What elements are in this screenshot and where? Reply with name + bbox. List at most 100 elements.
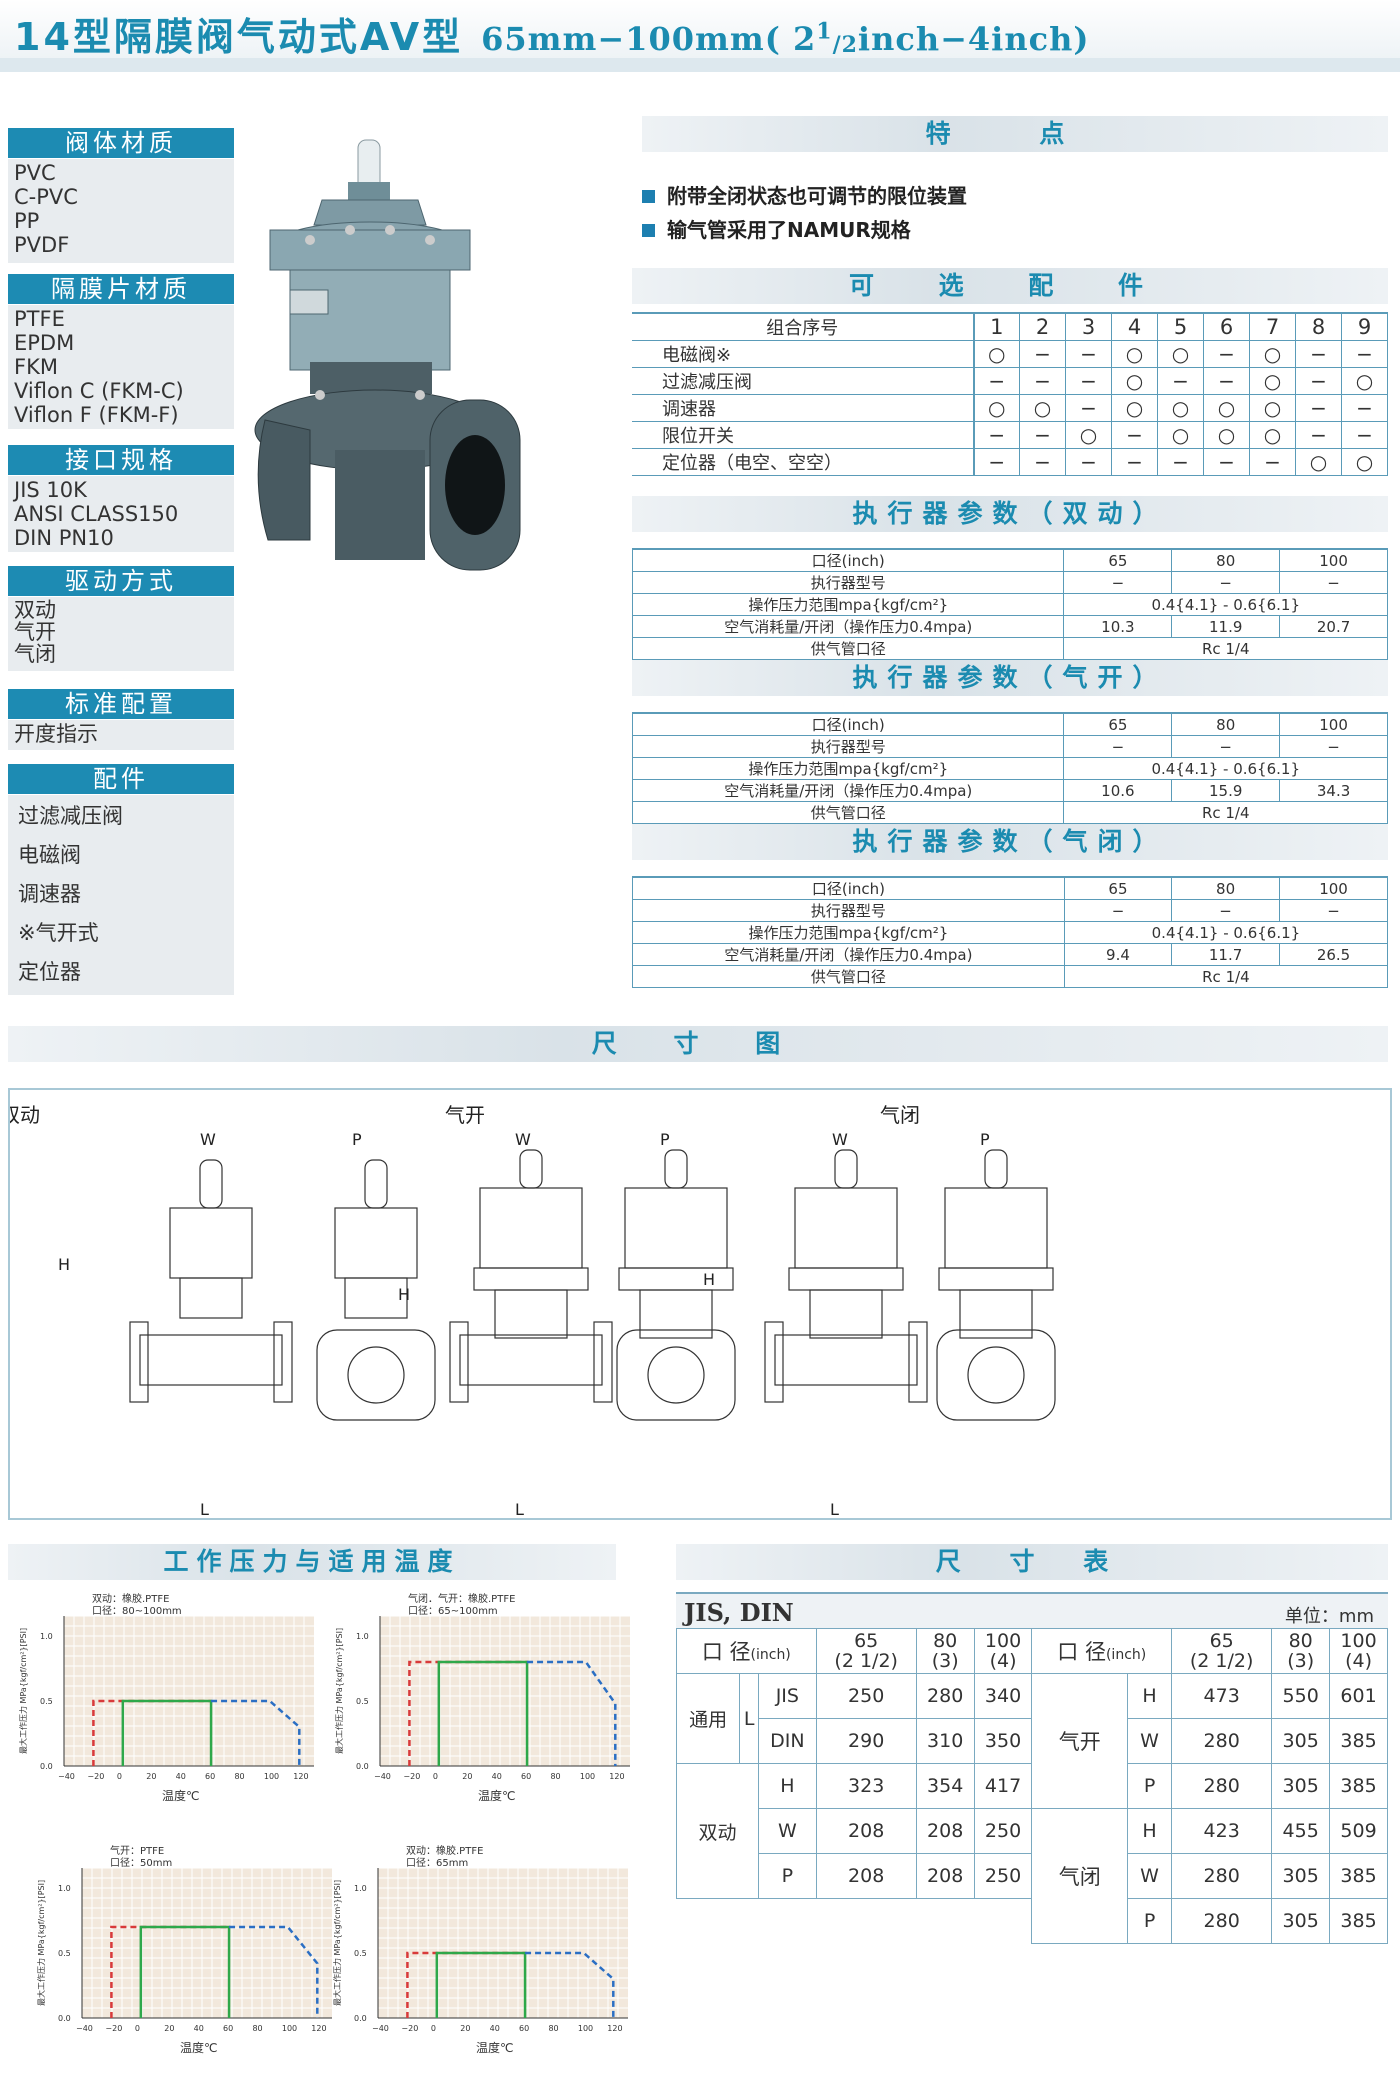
size-cell: 385 [1329, 1898, 1388, 1944]
size-cell: 280 [915, 1673, 975, 1719]
actuator-cell: 65 [1063, 876, 1173, 900]
options-col-header: 8 [1295, 312, 1342, 341]
actuator-cell: Rc 1/4 [1063, 965, 1389, 988]
options-cell: ○ [1203, 421, 1250, 449]
options-row: 限位开关−−○−○○○−− [632, 421, 1388, 449]
size-cell: 385 [1329, 1718, 1388, 1764]
options-col-header: 5 [1157, 312, 1204, 341]
size-cell: DIN [758, 1718, 817, 1764]
actuator-row-label: 供气管口径 [631, 801, 1065, 824]
side-title-drive: 驱动方式 [8, 566, 234, 596]
pt-chart-caption: 口径：65mm [406, 1858, 469, 1869]
actuator-row-label: 供气管口径 [631, 637, 1065, 660]
size-cell: 280 [1171, 1853, 1273, 1899]
size-cell: W [1127, 1853, 1173, 1899]
pt-x-tick: −20 [403, 1772, 420, 1781]
options-cell: ○ [1295, 448, 1342, 476]
actuator-cell: 80 [1171, 712, 1281, 736]
size-cell: H [1127, 1808, 1173, 1854]
options-cell: ○ [1019, 394, 1066, 422]
actuator-cell: 65 [1063, 712, 1173, 736]
pt-x-tick: 100 [578, 2024, 593, 2033]
pt-x-tick: 0 [135, 2024, 140, 2033]
options-header-label: 组合序号 [632, 312, 975, 341]
actuator-row-label: 口径(inch) [631, 548, 1065, 572]
side-list-drive: 双动气开气闭 [8, 597, 234, 671]
pt-x-tick: 20 [460, 2024, 470, 2033]
pt-chart-plot [380, 1616, 630, 1766]
pt-x-tick: 60 [521, 1772, 531, 1781]
pt-chart-caption: 口径：50mm [110, 1858, 173, 1869]
pt-y-tick: 1.0 [58, 1884, 71, 1893]
side-title-body-material: 阀体材质 [8, 128, 234, 158]
pt-x-tick: 100 [264, 1772, 279, 1781]
side-list-accessories: 过滤减压阀电磁阀调速器※气开式定位器 [8, 795, 234, 995]
actuator-row-label: 口径(inch) [631, 712, 1065, 736]
actuator-row: 执行器型号−−− [631, 735, 1388, 758]
actuator-cell: 0.4{4.1} - 0.6{6.1} [1063, 593, 1388, 616]
pt-line-green [139, 1925, 231, 2018]
pt-y-label: 最大工作压力 MPa{kgf/cm²}[PSI] [36, 1880, 46, 2006]
pt-x-tick: −40 [374, 1772, 391, 1781]
actuator-cell: Rc 1/4 [1063, 801, 1388, 824]
size-bore-label: 口 径(inch) [676, 1628, 817, 1674]
size-cell: 417 [973, 1763, 1033, 1809]
options-col-header: 1 [973, 312, 1020, 341]
size-cell [677, 1899, 1032, 1944]
options-cell: ○ [1341, 367, 1388, 395]
options-cell: ○ [1249, 340, 1296, 368]
pt-x-tick: 120 [609, 1772, 624, 1781]
pt-line-green [435, 1951, 527, 2018]
options-cell: − [1341, 340, 1388, 368]
pt-x-tick: 80 [550, 1772, 560, 1781]
pt-chart-caption: 双动：橡胶.PTFE [92, 1594, 170, 1605]
pt-x-tick: 100 [282, 2024, 297, 2033]
options-cell: − [1019, 340, 1066, 368]
options-cell: − [1111, 421, 1158, 449]
pt-x-label: 温度℃ [478, 1788, 515, 1803]
options-row: 调速器○○−○○○○−− [632, 394, 1388, 422]
options-col-header: 2 [1019, 312, 1066, 341]
size-cell: 250 [973, 1853, 1033, 1899]
size-cell: 385 [1329, 1763, 1388, 1809]
size-cell: 423 [1171, 1808, 1273, 1854]
size-cell: L [739, 1673, 760, 1764]
size-cell: 601 [1329, 1673, 1388, 1719]
options-row-label: 过滤减压阀 [632, 367, 975, 395]
actuator-cell: − [1063, 735, 1173, 758]
dim-label-l: L [515, 1500, 524, 1518]
pt-x-tick: −40 [58, 1772, 75, 1781]
pt-x-tick: 40 [176, 1772, 186, 1781]
pt-line-blue [527, 1660, 617, 1766]
options-cell: − [1341, 421, 1388, 449]
size-cell: 80(3) [915, 1628, 975, 1674]
options-cell: − [1203, 367, 1250, 395]
size-cell: 280 [1171, 1718, 1273, 1764]
options-cell: − [1203, 448, 1250, 476]
actuator-cell: 0.4{4.1} - 0.6{6.1} [1063, 757, 1388, 780]
pt-x-tick: 0 [433, 1772, 438, 1781]
options-col-header: 6 [1203, 312, 1250, 341]
header-bar [0, 0, 1400, 72]
actuator-cell: 11.7 [1171, 943, 1281, 966]
dim-label-h: H [58, 1255, 70, 1274]
pt-y-tick: 0.5 [58, 1949, 71, 1958]
size-cell: 473 [1171, 1673, 1273, 1719]
actuator-cell: − [1063, 899, 1173, 922]
options-cell: ○ [973, 394, 1020, 422]
dim-label-p: P [352, 1130, 362, 1149]
pt-y-label: 最大工作压力 MPa{kgf/cm²}[PSI] [18, 1628, 28, 1754]
size-cell: 208 [815, 1853, 917, 1899]
size-cell: 65(2 1/2) [815, 1628, 917, 1674]
actuator-row: 执行器型号−−− [631, 571, 1388, 594]
size-cell: 323 [815, 1763, 917, 1809]
pt-x-tick: −20 [87, 1772, 104, 1781]
actuator-row-label: 空气消耗量/开闭（操作压力0.4mpa) [632, 943, 1065, 966]
